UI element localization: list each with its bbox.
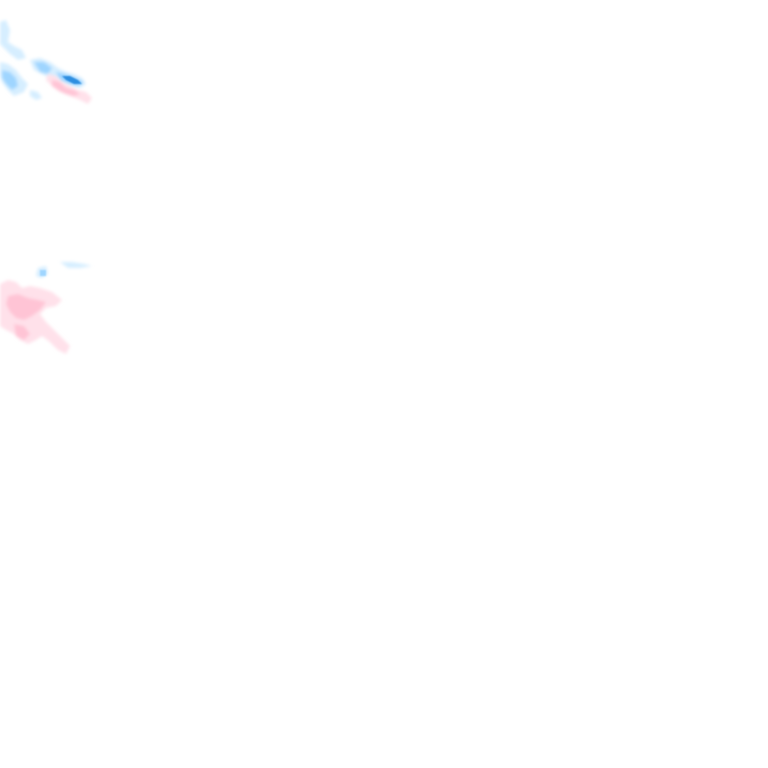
mix-area-light: [48, 334, 66, 352]
mix-area-medium: [6, 294, 46, 320]
rain-area-medium: [34, 62, 52, 74]
rain-area-light: [60, 262, 92, 268]
precip-mix-central: [0, 280, 70, 354]
mix-area-medium: [14, 324, 30, 340]
precip-cores: [40, 76, 82, 276]
precip-mix-north: [46, 74, 92, 104]
mix-area-medium: [52, 80, 80, 96]
rain-area-heavy: [62, 76, 82, 84]
rain-area-medium: [40, 270, 46, 276]
rain-area-light: [0, 20, 26, 60]
precip-cluster-north: [0, 20, 92, 278]
rain-area-light: [30, 90, 42, 100]
rain-area-medium: [2, 70, 18, 90]
